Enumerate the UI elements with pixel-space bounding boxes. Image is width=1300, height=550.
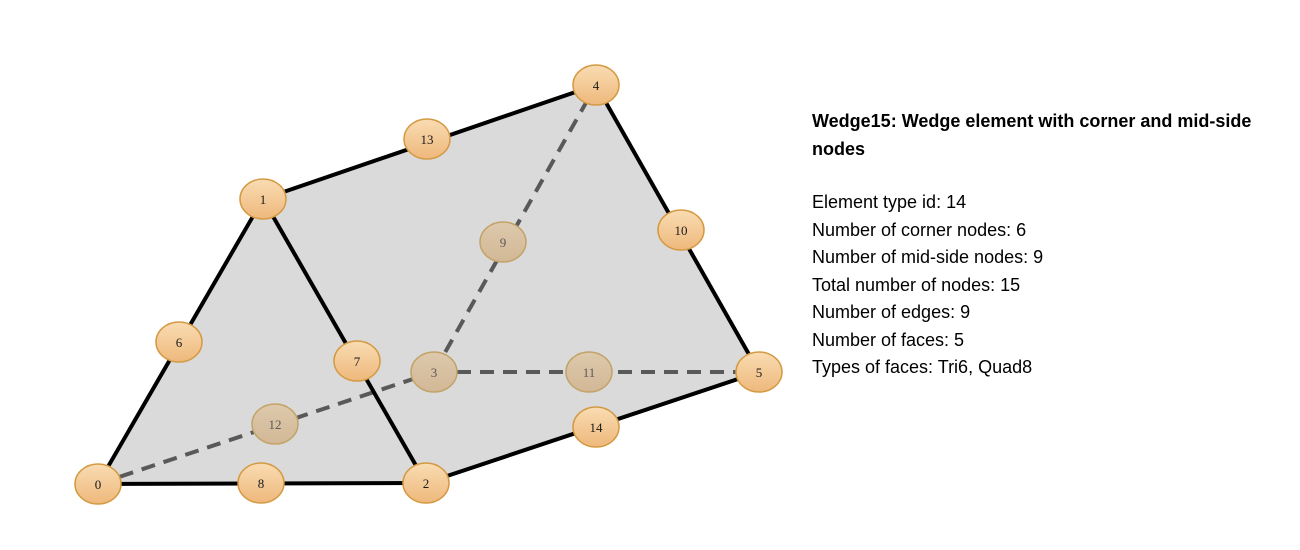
node-label-12: 12 bbox=[269, 417, 282, 432]
node-13: 13 bbox=[403, 118, 451, 160]
info-line-faces: Number of faces: 5 bbox=[812, 329, 965, 350]
node-11: 11 bbox=[565, 351, 613, 393]
node-6: 6 bbox=[155, 321, 203, 363]
hidden-node-circle-11 bbox=[565, 351, 613, 393]
node-label-13: 13 bbox=[421, 132, 434, 147]
edge-1-2 bbox=[261, 198, 428, 484]
node-label-10: 10 bbox=[675, 223, 688, 238]
hidden-node-layer: 3 9 11 12 bbox=[251, 221, 613, 445]
info-line-total-nodes: Total number of nodes: 15 bbox=[812, 274, 1021, 295]
node-label-14: 14 bbox=[590, 420, 604, 435]
node-14: 14 bbox=[572, 406, 620, 448]
node-label-4: 4 bbox=[593, 78, 600, 93]
hidden-node-circle-3 bbox=[410, 351, 458, 393]
node-label-5: 5 bbox=[756, 365, 763, 380]
node-circle-2 bbox=[402, 462, 450, 504]
info-line-face-types: Types of faces: Tri6, Quad8 bbox=[812, 357, 1033, 377]
node-label-11: 11 bbox=[583, 365, 596, 380]
node-label-8: 8 bbox=[258, 476, 265, 491]
node-label-9: 9 bbox=[500, 235, 507, 250]
hidden-edge-0-3 bbox=[97, 370, 435, 486]
node-circle-1 bbox=[239, 178, 287, 220]
node-9: 9 bbox=[479, 221, 527, 263]
node-label-6: 6 bbox=[176, 335, 183, 350]
info-line-midside-nodes: Number of mid-side nodes: 9 bbox=[812, 247, 1044, 267]
node-label-2: 2 bbox=[423, 476, 430, 491]
info-line-element-type-id: Element type id: 14 bbox=[812, 192, 967, 212]
node-circle-13 bbox=[403, 118, 451, 160]
info-line-corner-nodes: Number of corner nodes: 6 bbox=[812, 219, 1027, 240]
node-7: 7 bbox=[333, 340, 381, 382]
hidden-node-circle-12 bbox=[251, 403, 299, 445]
node-circle-14 bbox=[572, 406, 620, 448]
node-1: 1 bbox=[239, 178, 287, 220]
node-label-1: 1 bbox=[260, 192, 267, 207]
node-4: 4 bbox=[572, 64, 620, 106]
node-label-0: 0 bbox=[95, 477, 102, 492]
info-panel: Wedge15: Wedge element with corner and m… bbox=[812, 107, 1257, 382]
info-line-edges: Number of edges: 9 bbox=[812, 302, 971, 322]
node-12: 12 bbox=[251, 403, 299, 445]
node-circle-10 bbox=[657, 209, 705, 251]
node-2: 2 bbox=[402, 462, 450, 504]
node-circle-7 bbox=[333, 340, 381, 382]
node-circle-8 bbox=[237, 462, 285, 504]
hidden-node-circle-9 bbox=[479, 221, 527, 263]
node-0: 0 bbox=[74, 463, 122, 505]
node-8: 8 bbox=[237, 462, 285, 504]
info-title: Wedge15: Wedge element with corner and m… bbox=[812, 111, 1252, 159]
node-5: 5 bbox=[735, 351, 783, 393]
node-label-3: 3 bbox=[431, 365, 438, 380]
node-10: 10 bbox=[657, 209, 705, 251]
node-circle-0 bbox=[74, 463, 122, 505]
node-circle-4 bbox=[572, 64, 620, 106]
node-label-7: 7 bbox=[354, 354, 361, 369]
node-circle-6 bbox=[155, 321, 203, 363]
node-circle-5 bbox=[735, 351, 783, 393]
node-3: 3 bbox=[410, 351, 458, 393]
